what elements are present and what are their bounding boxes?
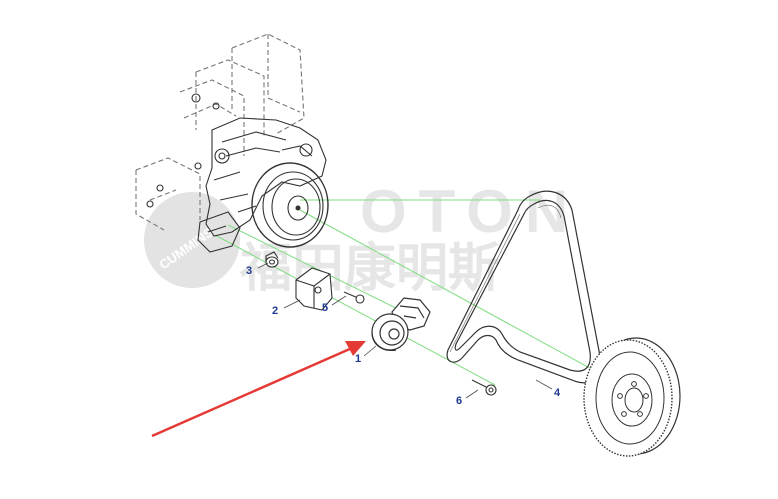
axis-line-crank xyxy=(299,209,631,391)
engine-upper-housing xyxy=(179,33,305,156)
crankshaft-pulley-inner-ring xyxy=(611,373,653,427)
engine-main-body xyxy=(205,117,327,237)
engine-port-6 xyxy=(156,184,164,192)
red-arrow-head xyxy=(345,341,366,356)
part-2-bracket-hole xyxy=(314,286,322,294)
part-1-tensioner-pulley-edge xyxy=(371,331,397,351)
engine-block xyxy=(135,33,329,253)
leader-4 xyxy=(535,379,553,390)
callout-6: 6 xyxy=(456,395,462,407)
callout-4: 4 xyxy=(554,387,561,399)
callout-1: 1 xyxy=(355,353,361,365)
engine-port-7 xyxy=(146,200,154,208)
part-2-bracket xyxy=(295,267,333,311)
crankshaft-pulley-front xyxy=(583,339,673,457)
crankshaft-pulley-face xyxy=(595,351,665,445)
part-6-bolt-head-inner xyxy=(488,387,494,393)
red-pointer-arrow xyxy=(151,341,366,438)
engine-crank-pulley-ring-2 xyxy=(271,178,321,236)
part-4-belt-ribs xyxy=(449,205,562,353)
part-5-bolt-head xyxy=(355,294,365,304)
engine-port-1-inner xyxy=(218,152,226,160)
engine-side-profile xyxy=(135,157,201,231)
leader-1 xyxy=(363,345,377,357)
part-1-tensioner-arm-detail xyxy=(399,305,425,319)
crankshaft-pulley-bolt-4 xyxy=(621,411,627,417)
engine-port-2 xyxy=(299,143,313,157)
part-3-spacer xyxy=(265,251,279,268)
engine-detail-lines xyxy=(213,131,313,213)
part-3-spacer-body xyxy=(265,251,279,262)
crankshaft-pulley-bolt-2 xyxy=(643,393,649,399)
engine-crank-pulley-ring xyxy=(262,171,324,241)
watermark-brand-cn: 福田康明斯 xyxy=(239,239,500,299)
part-6-bolt xyxy=(471,379,497,396)
callout-2: 2 xyxy=(272,305,278,317)
leader-6 xyxy=(465,389,479,399)
watermark: CUMMINS OTON 福田康明斯 xyxy=(144,178,580,299)
part-4-belt-outer xyxy=(446,190,602,384)
crankshaft-pulley xyxy=(583,337,681,457)
part-5-bolt xyxy=(343,291,365,304)
callout-labels: 3 2 5 1 4 6 xyxy=(246,265,561,407)
engine-port-4 xyxy=(212,102,220,110)
leader-5 xyxy=(331,295,347,306)
part-5-bolt-shank xyxy=(343,291,359,299)
part-2-bracket-face xyxy=(295,273,331,308)
engine-crank-pulley-outer xyxy=(251,162,329,248)
engine-port-5 xyxy=(194,162,202,170)
crankshaft-pulley-hub xyxy=(624,387,644,413)
part-1-tensioner xyxy=(371,297,431,351)
callout-5: 5 xyxy=(322,302,328,314)
part-6-bolt-shank xyxy=(471,379,489,389)
leader-3 xyxy=(257,262,269,269)
part-4-belt-inner xyxy=(454,199,591,372)
engine-port-3 xyxy=(191,93,201,103)
part-3-spacer-hole xyxy=(268,259,276,265)
crankshaft-pulley-bolt-3 xyxy=(637,411,643,417)
part-4-belt xyxy=(446,190,602,384)
engine-crank-pulley-hub xyxy=(287,195,309,221)
part-1-tensioner-pulley-hub xyxy=(388,328,400,340)
callout-leader-lines xyxy=(257,262,553,399)
crankshaft-pulley-bolt-1 xyxy=(631,381,637,387)
leader-2 xyxy=(283,299,301,309)
engine-crank-bolt xyxy=(295,205,301,211)
watermark-brand-latin: OTON xyxy=(360,178,580,245)
engine-lower-bracket xyxy=(197,211,241,253)
crankshaft-pulley-bolt-5 xyxy=(617,393,623,399)
callout-3: 3 xyxy=(246,265,252,277)
red-arrow-shaft xyxy=(151,346,353,438)
engine-port-1 xyxy=(214,148,230,164)
